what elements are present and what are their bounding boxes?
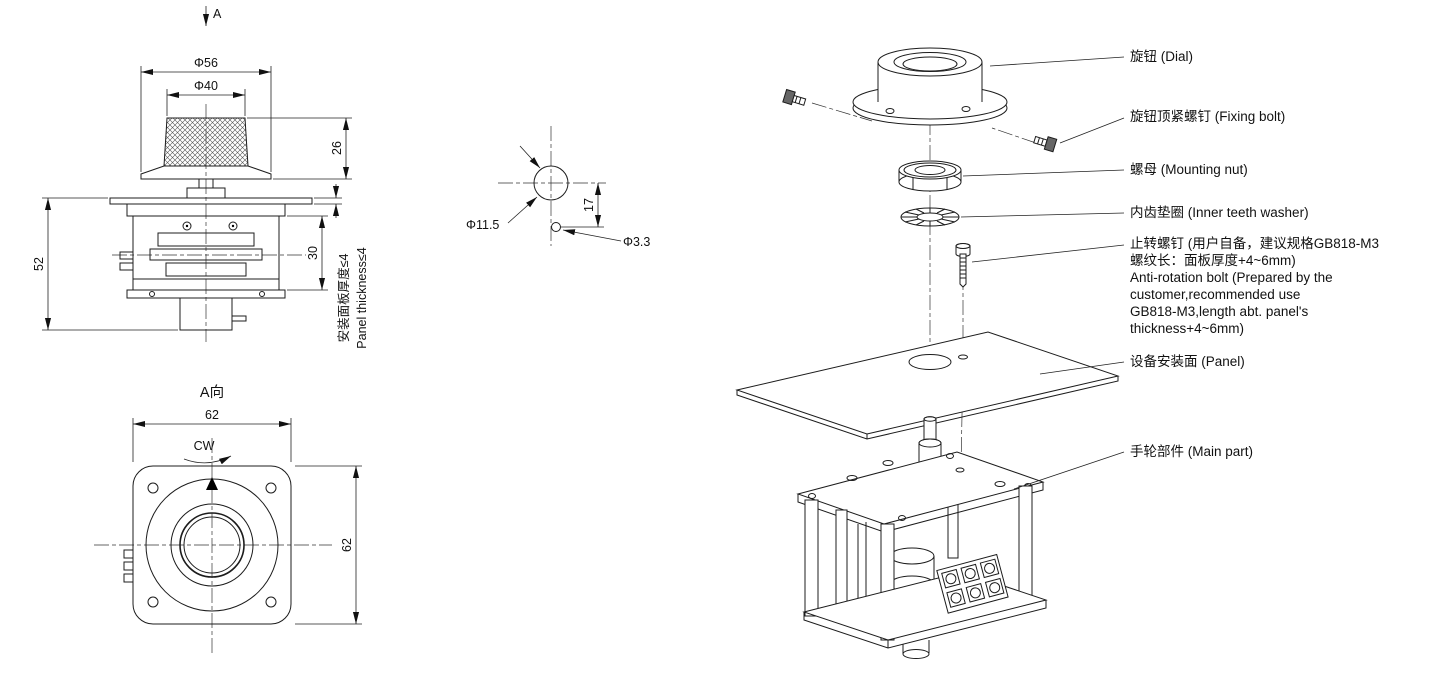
terminal-block — [936, 553, 1009, 614]
dim-17: 17 — [560, 183, 604, 228]
label-anti-rotation-line3: Anti-rotation bolt (Prepared by the — [1130, 270, 1333, 285]
label-anti-rotation-line5: GB818-M3,length abt. panel's — [1130, 304, 1308, 319]
dim-26: 26 — [247, 117, 352, 180]
dim-17-text: 17 — [582, 198, 596, 212]
dim-panel-thickness — [314, 184, 342, 218]
label-anti-rotation-line4: customer,recommended use — [1130, 287, 1300, 302]
part-labels: 旋钮 (Dial) 旋钮顶紧螺钉 (Fixing bolt) 螺母 (Mount… — [960, 49, 1379, 490]
panel-note-cn: 安装面板厚度≤4 — [336, 254, 351, 343]
cw-arrow — [183, 455, 232, 465]
label-main-part: 手轮部件 (Main part) — [1130, 444, 1253, 459]
dim-phi33-text: Φ3.3 — [623, 235, 650, 249]
front-view: A — [32, 6, 369, 349]
dim-phi40: Φ40 — [166, 79, 246, 116]
dim-62-height-text: 62 — [340, 538, 354, 552]
label-inner-teeth-washer: 内齿垫圈 (Inner teeth washer) — [1130, 205, 1309, 220]
section-arrow-label: A — [213, 7, 222, 21]
inner-teeth-washer-part — [900, 207, 960, 227]
dim-62-width: 62 — [132, 408, 292, 462]
mechanism-body — [119, 203, 286, 331]
panel-section — [109, 197, 313, 205]
label-mounting-nut: 螺母 (Mounting nut) — [1130, 162, 1248, 177]
index-marker-triangle — [206, 477, 218, 490]
dim-phi40-text: Φ40 — [194, 79, 218, 93]
panel-part — [735, 331, 1120, 440]
dim-52: 52 — [32, 197, 178, 331]
label-anti-rotation-line1: 止转螺钉 (用户自备，建议规格GB818-M3 — [1130, 235, 1379, 251]
knob-outline — [140, 117, 272, 199]
dim-26-text: 26 — [330, 141, 344, 155]
dim-phi56: Φ56 — [140, 56, 272, 172]
anti-rotation-hole-circle — [551, 222, 561, 232]
dim-30-text: 30 — [306, 246, 320, 260]
label-anti-rotation-line2: 螺纹长：面板厚度+4~6mm) — [1130, 253, 1296, 268]
anti-rotation-bolt-part — [955, 243, 971, 288]
dim-62-width-text: 62 — [205, 408, 219, 422]
label-anti-rotation-line6: thickness+4~6mm) — [1130, 321, 1244, 336]
dim-phi115-text: Φ11.5 — [466, 218, 499, 232]
mounting-nut-part — [898, 160, 962, 192]
hole-detail-view: Φ11.5 Φ3.3 17 — [466, 126, 650, 249]
fixing-bolt-left — [782, 88, 807, 106]
cw-label: CW — [194, 439, 215, 453]
dim-30: 30 — [287, 215, 328, 291]
label-dial: 旋钮 (Dial) — [1130, 49, 1193, 64]
dim-62-height: 62 — [295, 465, 362, 625]
fixing-bolt-right — [1033, 135, 1058, 153]
dim-phi56-text: Φ56 — [194, 56, 218, 70]
dim-52-text: 52 — [32, 257, 46, 271]
dial-part — [852, 47, 1008, 126]
section-arrow-a: A — [202, 6, 222, 26]
mounting-hole-circle — [533, 165, 569, 201]
a-view-title: A向 — [200, 384, 224, 401]
flange-outline — [132, 465, 292, 625]
label-panel: 设备安装面 (Panel) — [1130, 353, 1245, 369]
main-part — [796, 416, 1048, 659]
label-fixing-bolt: 旋钮顶紧螺钉 (Fixing bolt) — [1130, 109, 1285, 124]
a-direction-view: A向 62 CW 62 — [94, 384, 362, 654]
panel-note-en: Panel thickness≤4 — [355, 247, 369, 348]
exploded-view: 旋钮 (Dial) 旋钮顶紧螺钉 (Fixing bolt) 螺母 (Mount… — [735, 47, 1379, 659]
